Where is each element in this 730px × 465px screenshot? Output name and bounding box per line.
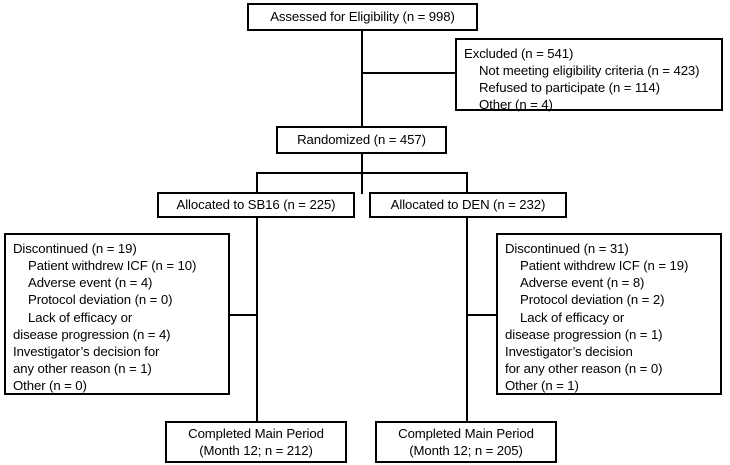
- excluded-line-3: Refused to participate (n = 114): [479, 80, 660, 96]
- connector-assessed-down: [361, 29, 363, 129]
- discontinued-sb16-line-8: any other reason (n = 1): [13, 361, 152, 377]
- connector-den-allocated-down: [466, 216, 468, 421]
- discontinued-sb16-line-2: Patient withdrew ICF (n = 10): [28, 258, 197, 274]
- completed-den-box: Completed Main Period (Month 12; n = 205…: [375, 421, 557, 463]
- connector-split-to-sb16: [256, 172, 258, 194]
- discontinued-sb16-line-4: Protocol deviation (n = 0): [28, 292, 173, 308]
- excluded-line-1: Excluded (n = 541): [464, 46, 574, 61]
- discontinued-den-line-5: Lack of efficacy or: [520, 309, 625, 325]
- discontinued-sb16-line-7: Investigator’s decision for: [13, 343, 160, 359]
- discontinued-den-line-6: disease progression (n = 1): [505, 326, 663, 342]
- connector-sb16-allocated-down: [256, 216, 258, 421]
- excluded-line-4: Other (n = 4): [479, 97, 553, 113]
- connector-allocation-split: [256, 172, 468, 174]
- connector-assessed-to-excluded: [361, 72, 457, 74]
- discontinued-den-line-7: Investigator’s decision: [505, 343, 633, 359]
- randomized-box: Randomized (n = 457): [276, 126, 447, 154]
- discontinued-den-line-8: for any other reason (n = 0): [505, 361, 663, 377]
- discontinued-sb16-line-1: Discontinued (n = 19): [13, 241, 137, 256]
- completed-sb16-box: Completed Main Period (Month 12; n = 212…: [165, 421, 347, 463]
- discontinued-den-box: Discontinued (n = 31) Patient withdrew I…: [496, 233, 722, 395]
- discontinued-den-line-2: Patient withdrew ICF (n = 19): [520, 258, 689, 274]
- discontinued-sb16-line-3: Adverse event (n = 4): [28, 275, 153, 291]
- discontinued-sb16-line-6: disease progression (n = 4): [13, 326, 171, 342]
- assessed-line-1: Assessed for Eligibility (n = 998): [270, 9, 455, 25]
- assessed-for-eligibility-box: Assessed for Eligibility (n = 998): [247, 3, 478, 31]
- excluded-box: Excluded (n = 541) Not meeting eligibili…: [455, 38, 723, 113]
- allocated-sb16-box: Allocated to SB16 (n = 225): [157, 192, 355, 218]
- allocated-sb16-line-1: Allocated to SB16 (n = 225): [176, 197, 336, 213]
- discontinued-den-line-9: Other (n = 1): [505, 378, 579, 394]
- completed-den-line-2: (Month 12; n = 205): [409, 443, 523, 458]
- allocated-den-box: Allocated to DEN (n = 232): [369, 192, 567, 218]
- connector-den-to-discontinued: [466, 314, 496, 316]
- discontinued-sb16-line-9: Other (n = 0): [13, 378, 87, 394]
- excluded-line-2: Not meeting eligibility criteria (n = 42…: [479, 63, 700, 79]
- completed-sb16-line-1: Completed Main Period: [188, 425, 324, 441]
- discontinued-den-line-1: Discontinued (n = 31): [505, 241, 629, 256]
- randomized-line-1: Randomized (n = 457): [297, 132, 426, 148]
- allocated-den-line-1: Allocated to DEN (n = 232): [390, 197, 546, 213]
- discontinued-den-line-4: Protocol deviation (n = 2): [520, 292, 665, 308]
- discontinued-den-line-3: Adverse event (n = 8): [520, 275, 645, 291]
- connector-sb16-to-discontinued: [228, 314, 258, 316]
- completed-den-line-1: Completed Main Period: [398, 425, 534, 441]
- discontinued-sb16-box: Discontinued (n = 19) Patient withdrew I…: [4, 233, 230, 395]
- discontinued-sb16-line-5: Lack of efficacy or: [28, 309, 133, 325]
- completed-sb16-line-2: (Month 12; n = 212): [199, 443, 313, 458]
- connector-split-to-den: [466, 172, 468, 194]
